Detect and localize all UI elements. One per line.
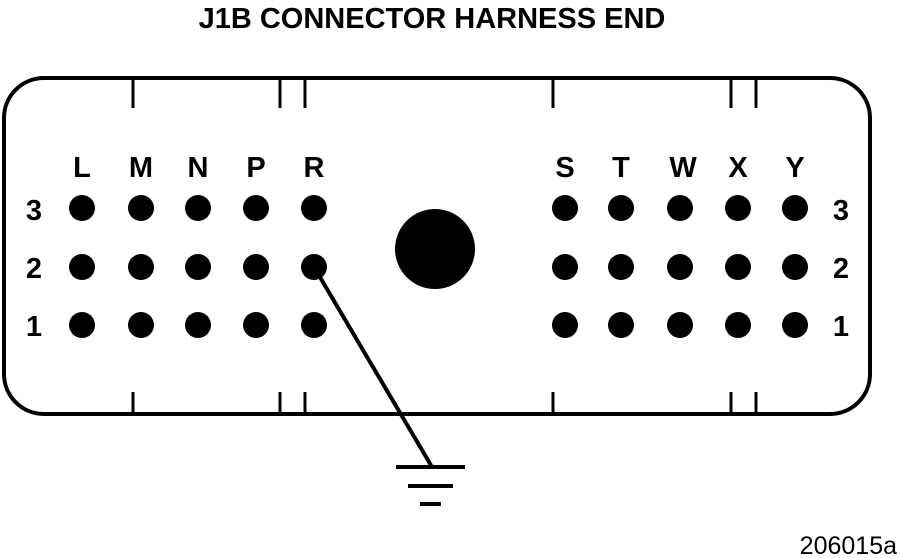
pin (69, 195, 95, 221)
right-pin-block (552, 195, 808, 338)
pin (128, 312, 154, 338)
pin (185, 312, 211, 338)
pin (782, 254, 808, 280)
pin (782, 195, 808, 221)
column-label: S (555, 152, 574, 184)
pin (725, 254, 751, 280)
pin (608, 195, 634, 221)
row-label: 1 (833, 311, 849, 343)
diagram-title: J1B CONNECTOR HARNESS END (199, 3, 666, 35)
row-label: 3 (833, 195, 849, 227)
column-label: L (73, 152, 91, 184)
column-label: R (304, 152, 325, 184)
pin (301, 312, 327, 338)
pin (608, 254, 634, 280)
ground-wire (312, 265, 434, 469)
pin (69, 254, 95, 280)
row-label: 1 (26, 311, 42, 343)
pin (128, 254, 154, 280)
column-label: M (129, 152, 153, 184)
pin (725, 195, 751, 221)
pin (243, 254, 269, 280)
pin (69, 312, 95, 338)
right-column-labels: S T W X Y (555, 152, 804, 184)
pin (243, 195, 269, 221)
pin (128, 195, 154, 221)
pin (782, 312, 808, 338)
center-boss (395, 209, 475, 289)
row-label: 2 (833, 253, 849, 285)
left-column-labels: L M N P R (73, 152, 324, 184)
pin (667, 312, 693, 338)
pin (552, 254, 578, 280)
row-label: 2 (26, 253, 42, 285)
column-label: W (669, 152, 697, 184)
bottom-key-marks (131, 392, 758, 414)
left-row-labels: 3 2 1 (26, 195, 42, 343)
pin (725, 312, 751, 338)
column-label: T (612, 152, 630, 184)
pin (185, 195, 211, 221)
column-label: N (188, 152, 209, 184)
column-label: P (246, 152, 265, 184)
top-key-marks (131, 78, 758, 108)
pin (552, 195, 578, 221)
pin (667, 195, 693, 221)
connector-body (2, 76, 872, 416)
column-label: Y (785, 152, 804, 184)
ground-icon (396, 465, 465, 506)
pin (301, 195, 327, 221)
left-pin-block (69, 195, 327, 338)
pin (243, 312, 269, 338)
column-label: X (728, 152, 748, 184)
pin (185, 254, 211, 280)
pin (552, 312, 578, 338)
pin (608, 312, 634, 338)
row-label: 3 (26, 195, 42, 227)
pin (667, 254, 693, 280)
right-row-labels: 3 2 1 (833, 195, 849, 343)
figure-id: 206015a (800, 532, 897, 558)
